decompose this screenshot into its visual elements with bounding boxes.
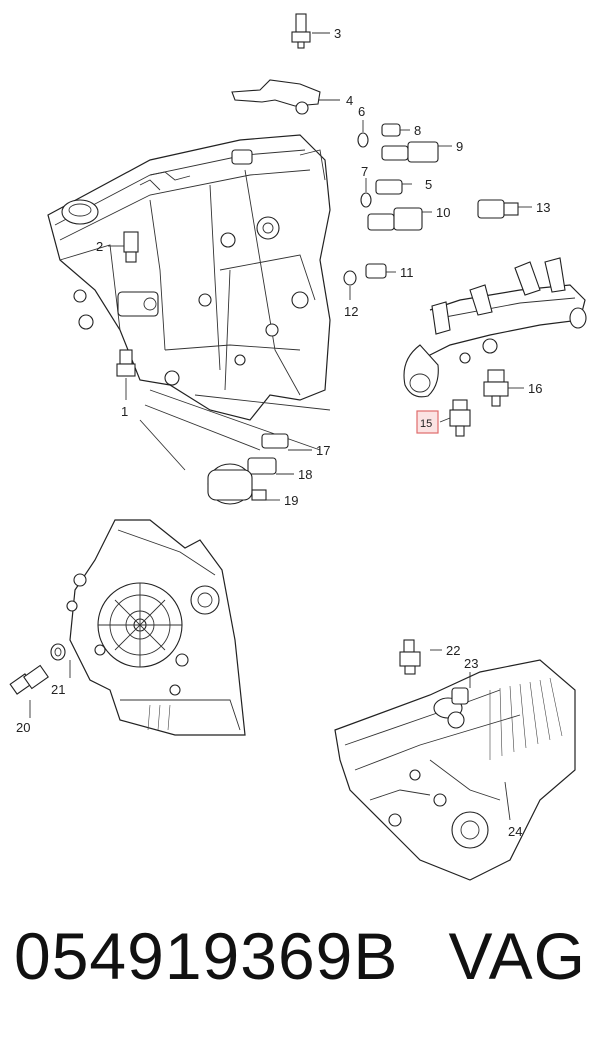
engine-rear-drawing (334, 639, 576, 881)
callout-24: 24 (508, 824, 522, 839)
brand-text: VAG (448, 919, 586, 993)
callout-2: 2 (96, 239, 103, 254)
callout-4: 4 (346, 93, 353, 108)
callout-21: 21 (51, 682, 65, 697)
callout-23: 23 (464, 656, 478, 671)
callout-7: 7 (361, 164, 368, 179)
callout-9: 9 (456, 139, 463, 154)
callout-10: 10 (436, 205, 450, 220)
callout-16: 16 (528, 381, 542, 396)
callout-15: 15 (420, 418, 432, 430)
callout-labels: 3 4 6 8 9 7 5 10 13 11 12 2 1 16 15 17 1… (16, 26, 550, 839)
callout-6: 6 (358, 104, 365, 119)
callout-19: 19 (284, 493, 298, 508)
callout-17: 17 (316, 443, 330, 458)
callout-22: 22 (446, 643, 460, 658)
coolant-pipe-drawing (403, 257, 587, 437)
parts-exploded-diagram: 3 4 6 8 9 7 5 10 13 11 12 2 1 16 15 17 1… (9, 13, 587, 881)
callout-13: 13 (536, 200, 550, 215)
highlight-box (416, 410, 439, 434)
callout-18: 18 (298, 467, 312, 482)
callout-11: 11 (400, 265, 414, 280)
callout-8: 8 (414, 123, 421, 138)
part-icons (116, 13, 519, 505)
leader-lines (29, 32, 532, 821)
callout-12: 12 (344, 304, 358, 319)
callout-20: 20 (16, 720, 30, 735)
engine-block-drawing (47, 134, 331, 471)
callout-3: 3 (334, 26, 341, 41)
callout-5: 5 (425, 177, 432, 192)
part-number-text: 054919369B (14, 919, 399, 993)
callout-1: 1 (121, 404, 128, 419)
caption-bar: 054919369B VAG (14, 918, 586, 1008)
engine-front-drawing (9, 519, 246, 736)
